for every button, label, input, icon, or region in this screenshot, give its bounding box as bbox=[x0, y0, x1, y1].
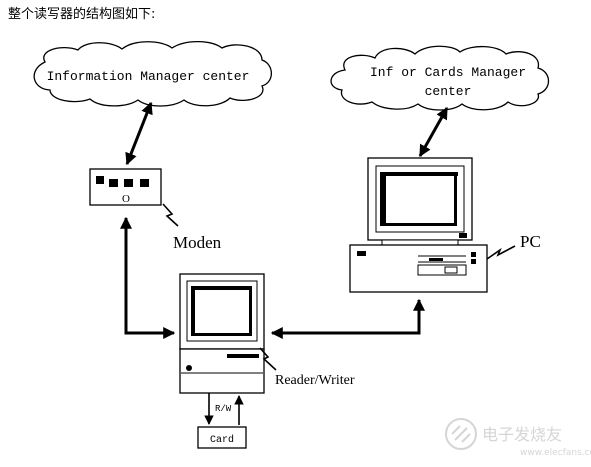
reader-lightning-icon bbox=[259, 347, 277, 371]
modem-indicator: O bbox=[122, 193, 130, 205]
modem-label: Moden bbox=[173, 233, 222, 252]
modem: O bbox=[89, 168, 162, 206]
rw-label: R/W bbox=[215, 404, 232, 414]
modem-lightning-icon bbox=[162, 203, 179, 227]
caption: 整个读写器的结构图如下: bbox=[8, 7, 156, 22]
arrow-cloud-pc bbox=[418, 106, 449, 158]
cloud-information-manager: Information Manager center bbox=[33, 40, 273, 107]
cloud-cards-manager: Inf or Cards Manager center bbox=[330, 45, 550, 111]
watermark-name: 电子发烧友 bbox=[482, 425, 562, 444]
card-label: Card bbox=[210, 434, 234, 446]
watermark-url: www.elecfans.com bbox=[520, 448, 591, 458]
watermark-logo: 电子发烧友 www.elecfans.com bbox=[445, 418, 591, 458]
modem-led bbox=[109, 179, 118, 187]
cloud-info-text: Information Manager center bbox=[47, 69, 250, 84]
pc-monitor bbox=[367, 157, 473, 246]
pc-lightning-icon bbox=[486, 245, 516, 260]
reader-writer bbox=[179, 273, 265, 394]
arrow-cloud-modem bbox=[125, 101, 153, 166]
pc-case bbox=[349, 244, 488, 293]
cloud-cards-text-2: center bbox=[425, 84, 472, 99]
link-modem-reader bbox=[120, 216, 176, 339]
card: Card bbox=[197, 426, 247, 449]
link-reader-pc bbox=[270, 298, 425, 339]
modem-led bbox=[140, 179, 149, 187]
modem-led bbox=[124, 179, 133, 187]
pc-label: PC bbox=[520, 232, 541, 251]
reader-label: Reader/Writer bbox=[275, 373, 355, 388]
cloud-cards-text-1: Inf or Cards Manager bbox=[370, 65, 526, 80]
modem-led bbox=[96, 176, 104, 184]
